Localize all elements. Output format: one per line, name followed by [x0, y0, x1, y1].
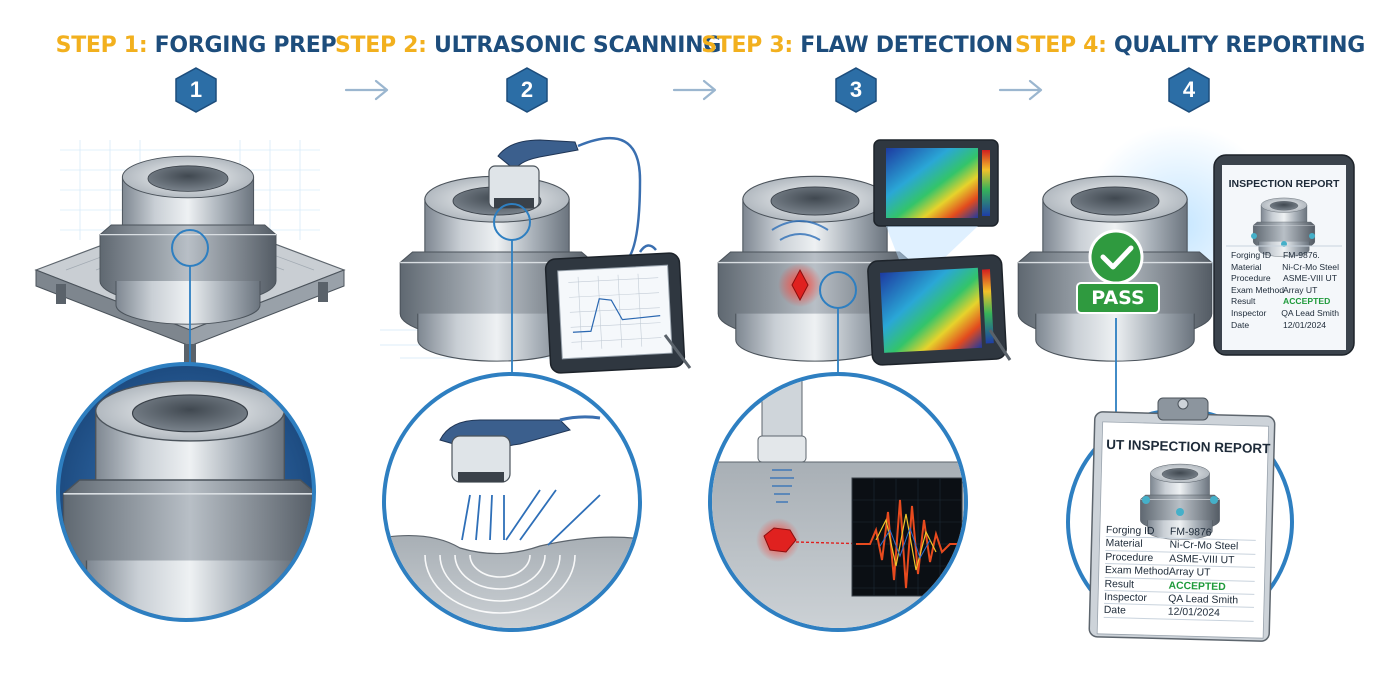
report-row: Forging ID FM-9876.	[1231, 250, 1339, 262]
row-key: Forging ID	[1105, 524, 1155, 538]
flaw-detector-tablet-icon	[544, 244, 692, 374]
row-value: Ni-Cr-Mo Steel	[1282, 261, 1339, 272]
step-4-name: QUALITY REPORTING	[1114, 33, 1366, 58]
checkmark-icon	[1088, 229, 1144, 285]
row-key: Procedure	[1231, 273, 1271, 284]
step-2-title: STEP 2: ULTRASONIC SCANNING	[335, 30, 721, 62]
step-3-number: 3	[849, 77, 863, 102]
step-1-number: 1	[189, 77, 203, 102]
step-3-badge: 3	[834, 67, 878, 113]
report-row: Procedure ASME-VIII UT	[1231, 273, 1339, 285]
clipboard-inspection-report: UT INSPECTION REPORT Forging ID FM-9876 M…	[1101, 428, 1271, 632]
pass-badge: PASS	[1091, 287, 1145, 309]
step-1-lead: STEP 1:	[55, 33, 148, 58]
step-1-badge: 1	[174, 67, 218, 113]
row-key: Result	[1231, 296, 1256, 307]
report-row: Inspector QA Lead Smith	[1231, 308, 1339, 320]
row-key: Exam Method	[1231, 284, 1285, 295]
step-3-illustration	[708, 139, 1012, 632]
step-4-title: STEP 4: QUALITY REPORTING	[1015, 30, 1365, 62]
arrow-right-icon	[672, 78, 718, 102]
row-key: Material	[1231, 261, 1262, 272]
tablet-inspection-report: INSPECTION REPORT Forging ID FM-9876. Mat…	[1222, 165, 1346, 350]
row-key: Procedure	[1105, 551, 1154, 564]
row-value: FM-9876.	[1283, 250, 1320, 260]
hexagon-badge-icon	[1168, 67, 1210, 113]
step-4-number: 4	[1182, 77, 1196, 102]
step-4-illustration	[1017, 125, 1355, 642]
arrow-right-icon	[998, 78, 1044, 102]
step-2-name: ULTRASONIC SCANNING	[434, 33, 721, 58]
step-3-name: FLAW DETECTION	[800, 33, 1013, 58]
hexagon-badge-icon	[835, 67, 877, 113]
report-row: Date 12/01/2024	[1103, 604, 1254, 622]
row-value: 12/01/2024	[1167, 606, 1220, 620]
row-value: ACCEPTED	[1168, 580, 1226, 593]
row-value: QA Lead Smith	[1281, 307, 1339, 318]
row-key: Exam Method	[1104, 565, 1170, 578]
row-value: ASME-VIII UT	[1169, 553, 1235, 567]
arrow-right-icon	[344, 78, 390, 102]
row-key: Date	[1231, 319, 1250, 330]
step-3-lead: STEP 3:	[701, 33, 793, 58]
hexagon-badge-icon	[175, 67, 217, 113]
report-row: Date 12/01/2024	[1231, 320, 1339, 332]
row-key: Date	[1103, 605, 1126, 617]
row-value: QA Lead Smith	[1168, 593, 1239, 607]
step-2-lead: STEP 2:	[335, 33, 427, 58]
row-key: Material	[1105, 538, 1143, 551]
row-value: 12/01/2024	[1283, 319, 1327, 330]
hexagon-badge-icon	[506, 67, 548, 113]
row-key: Inspector	[1104, 591, 1148, 605]
step-1-illustration	[34, 140, 346, 622]
row-key: Inspector	[1231, 307, 1267, 318]
row-value: ACCEPTED	[1283, 296, 1331, 307]
step-4-lead: STEP 4:	[1014, 33, 1107, 58]
clipboard-report-title: UT INSPECTION REPORT	[1106, 436, 1271, 457]
step-2-number: 2	[520, 77, 534, 102]
step-1-title: STEP 1: FORGING PREP	[56, 30, 337, 62]
row-value: FM-9876	[1169, 526, 1212, 539]
row-value: Ni-Cr-Mo Steel	[1169, 540, 1239, 553]
clipboard-report-rows: Forging ID FM-9876 Material Ni-Cr-Mo Steel…	[1103, 523, 1257, 622]
report-row: Result ACCEPTED	[1231, 296, 1339, 308]
report-row: Material Ni-Cr-Mo Steel	[1231, 262, 1339, 274]
row-key: Forging ID	[1231, 250, 1272, 260]
step-4-badge: 4	[1167, 67, 1211, 113]
row-value: Array UT	[1168, 566, 1211, 579]
row-key: Result	[1104, 578, 1135, 591]
row-value: ASME-VIII UT	[1283, 273, 1337, 284]
step-2-badge: 2	[505, 67, 549, 113]
tablet-report-rows: Forging ID FM-9876. Material Ni-Cr-Mo Stee…	[1231, 250, 1339, 331]
step-3-title: STEP 3: FLAW DETECTION	[701, 30, 1013, 62]
step-2-illustration	[380, 136, 692, 632]
step-1-name: FORGING PREP	[154, 33, 337, 58]
tablet-report-title: INSPECTION REPORT	[1228, 178, 1340, 190]
row-value: Array UT	[1283, 284, 1318, 295]
